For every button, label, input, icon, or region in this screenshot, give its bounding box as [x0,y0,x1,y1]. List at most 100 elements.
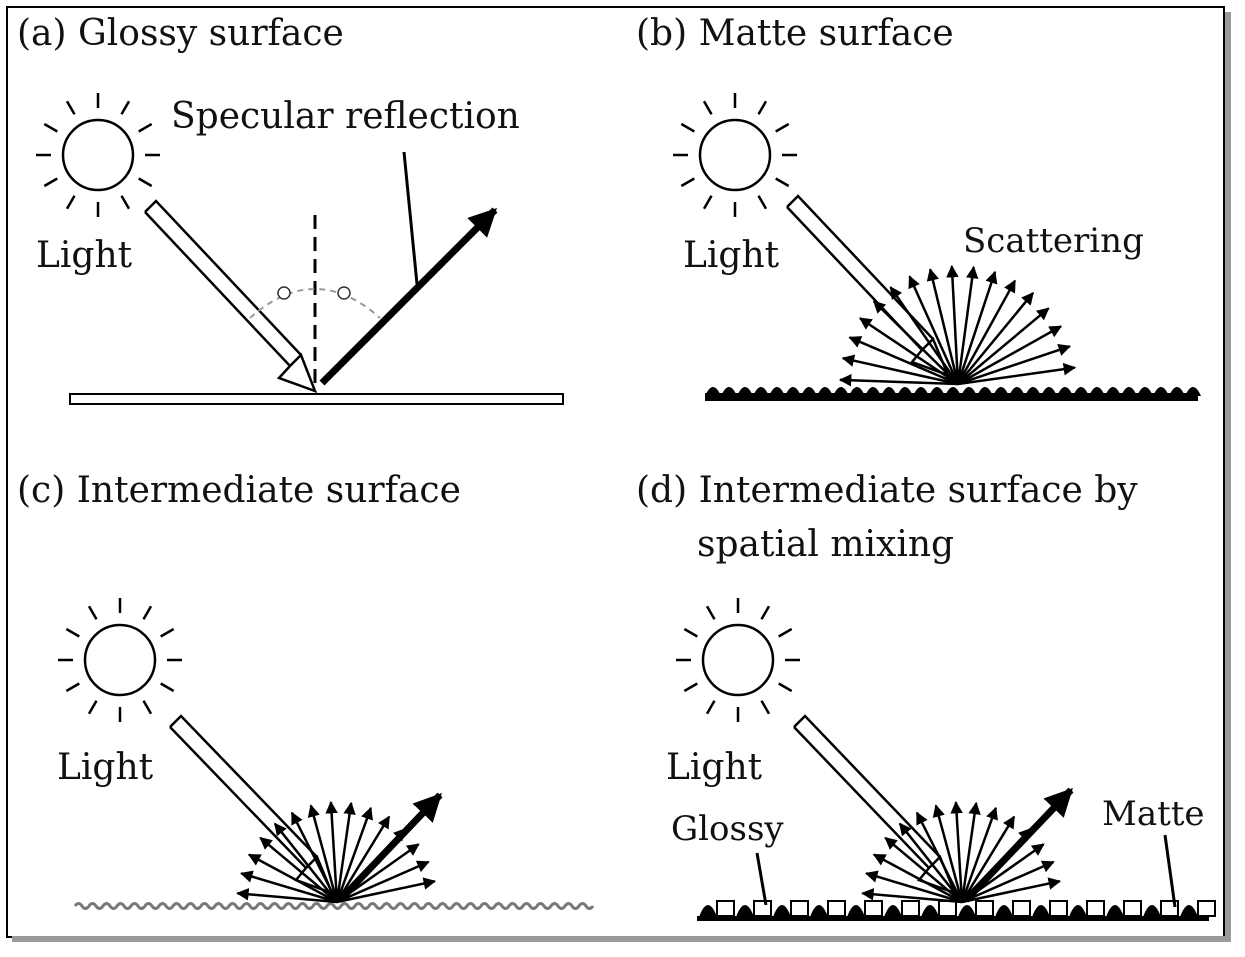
sun-ray [702,195,713,210]
incident-light-arrow [793,714,958,896]
reflection-ray [335,806,373,903]
reflection-ray [336,877,437,904]
reflection-ray [841,354,959,386]
reflection-ray [325,800,339,903]
reflection-ray [884,836,963,903]
sun-ray [778,627,793,638]
matte-leader-line [1163,834,1177,908]
reflection-ray [950,800,964,903]
sun-ray [87,700,98,715]
reflection-ray [290,811,339,903]
sun-ray [142,700,153,715]
glossy-square [1012,900,1031,917]
glossy-square [938,900,957,917]
reflection-ray [960,801,981,903]
scattering-label: Scattering [963,221,1144,261]
mixed-reflection-arrows [236,800,437,904]
specular-reflection-label: Specular reflection [171,96,520,137]
matte-bump [1143,905,1161,917]
reflection-ray [908,275,960,385]
glossy-square [1123,900,1142,917]
reflection-ray [864,870,963,904]
sun-disc [61,118,135,192]
sun-ray [43,122,58,133]
reflection-ray [838,374,959,387]
reflection-ray [957,291,1035,385]
matte-label: Matte [1102,794,1205,834]
sun-ray [160,682,175,693]
reflection-ray [336,860,430,904]
sun-icon [36,93,160,217]
reflection-ray [872,300,959,385]
panel-c-title: (c) Intermediate surface [17,470,461,511]
reflection-ray [915,811,964,903]
matte-bump [1106,905,1124,917]
matte-bump [699,905,717,917]
light-label: Light [57,747,154,788]
reflection-ray [957,343,1072,386]
panel-d [676,598,1216,921]
reflection-ray [848,336,959,386]
glossy-leader-line [755,852,768,906]
matte-bump [884,905,902,917]
reflection-ray [236,888,338,904]
light-label: Light [666,747,763,788]
reflection-ray [335,801,356,903]
figure-frame [6,6,1231,942]
matte-bump [921,905,939,917]
sun-ray [120,100,131,115]
panel-b-title: (b) Matte surface [636,13,954,54]
matte-bump [847,905,865,917]
reflection-ray [960,806,998,903]
reflection-ray [956,279,1017,385]
reflection-ray [957,325,1063,386]
reflection-ray [858,317,959,386]
mixed-surface [697,900,1216,921]
glossy-square [901,900,920,917]
mixed-reflection-arrows [861,800,1062,904]
glossy-square [716,900,735,917]
incident-light-arrow [786,194,951,378]
matte-bump [810,905,828,917]
reflection-ray [956,265,979,385]
sun-ray [778,682,793,693]
sun-icon [673,93,797,217]
surface-bumps [705,387,1201,396]
sun-ray [65,627,80,638]
panel-c [58,598,595,910]
sun-ray [760,700,771,715]
sun-disc [701,623,775,697]
panel-a [36,93,564,405]
light-label: Light [36,235,133,276]
reflection-ray [239,870,338,904]
sun-ray [757,195,768,210]
sun-ray [160,627,175,638]
reflection-ray [307,804,339,903]
glossy-surface [69,393,564,405]
sun-ray [760,605,771,620]
reflection-ray [889,286,960,385]
reflection-ray [872,853,963,904]
reflection-ray [273,822,338,903]
scattering-arrows [838,264,1077,387]
glossy-label: Glossy [671,809,784,849]
glossy-square [753,900,772,917]
reflection-ray [335,815,391,903]
panel-d-title: (d) Intermediate surface by [636,470,1138,511]
glossy-square [864,900,883,917]
surface-base [697,916,1209,921]
sun-ray [65,195,76,210]
reflection-ray [961,877,1062,904]
reflection-ray [898,822,963,903]
reflection-ray [259,836,338,903]
reflection-ray [961,860,1055,904]
sun-ray [138,177,153,188]
reflection-ray [946,264,960,385]
sun-ray [705,605,716,620]
glossy-square [827,900,846,917]
angle-mark [337,286,351,300]
sun-disc [698,118,772,192]
sun-ray [65,682,80,693]
matte-surface [705,387,1201,401]
